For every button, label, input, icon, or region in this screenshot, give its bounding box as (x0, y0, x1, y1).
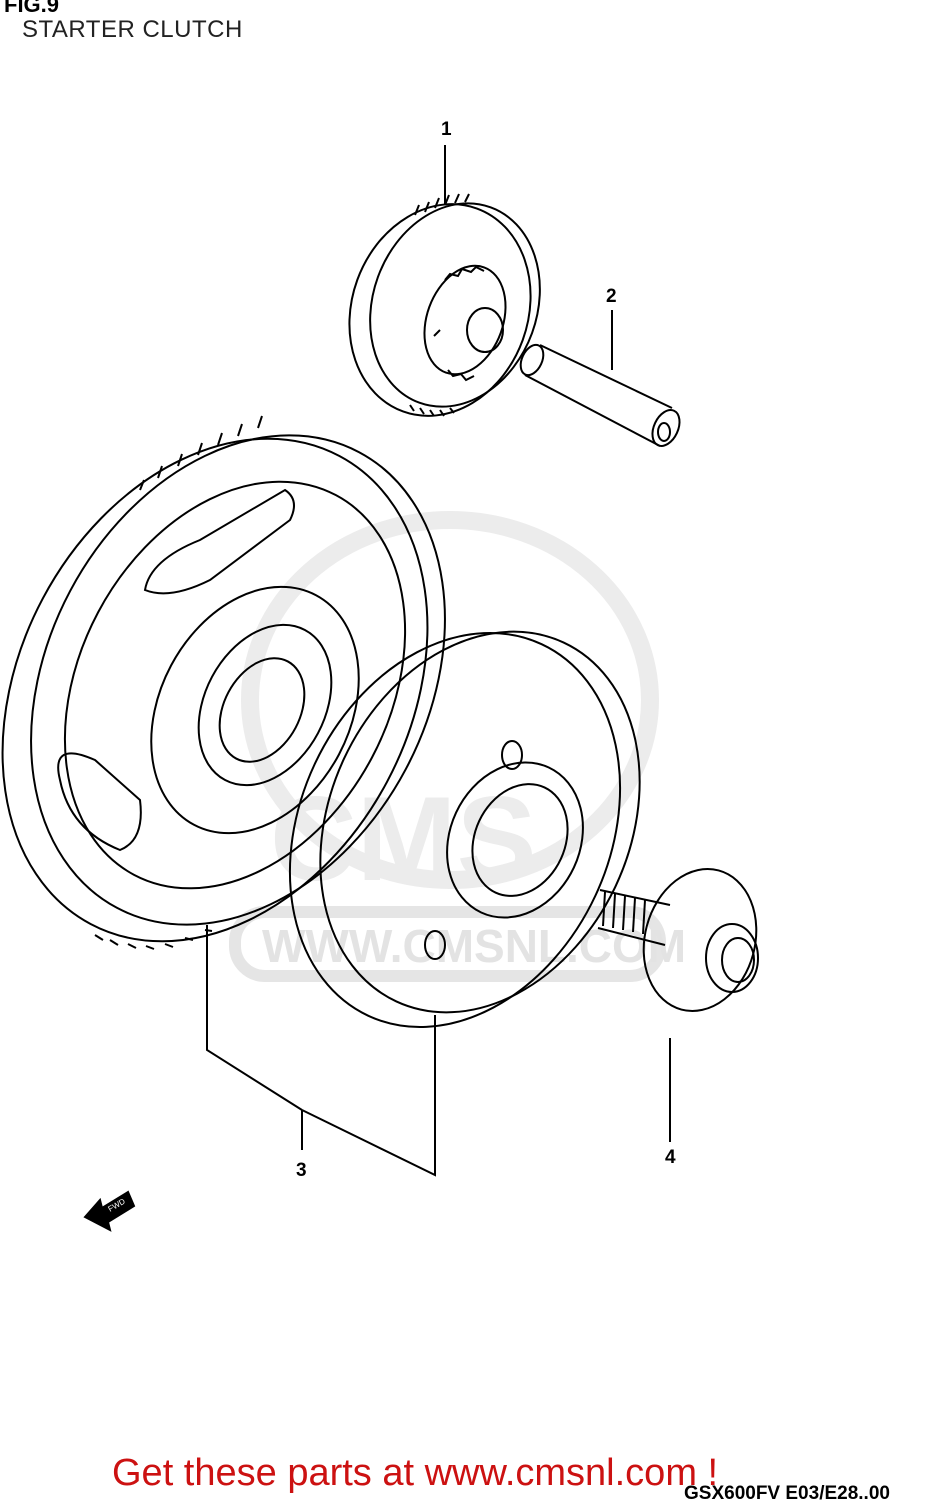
watermark-mark: CMS (270, 772, 537, 906)
figure-title: STARTER CLUTCH (22, 16, 243, 43)
bolt (597, 868, 759, 1012)
idle-gear (348, 193, 541, 417)
fwd-arrow (83, 1190, 136, 1232)
callout-4: 4 (665, 1147, 676, 1168)
promo-link[interactable]: Get these parts at www.cmsnl.com ! (112, 1452, 719, 1494)
watermark: CMS WWW.CMSNL.COM (229, 511, 686, 982)
leader-lines (206, 145, 671, 1177)
figure-number: FIG.9 (4, 0, 60, 17)
callout-3: 3 (296, 1160, 307, 1181)
callout-1: 1 (441, 119, 452, 140)
clutch-housing (288, 630, 641, 1029)
callout-2: 2 (606, 286, 617, 307)
starter-clutch-gear (1, 415, 446, 950)
gear-shaft (519, 343, 681, 447)
model-code: GSX600FV E03/E28..00 (684, 1483, 890, 1504)
